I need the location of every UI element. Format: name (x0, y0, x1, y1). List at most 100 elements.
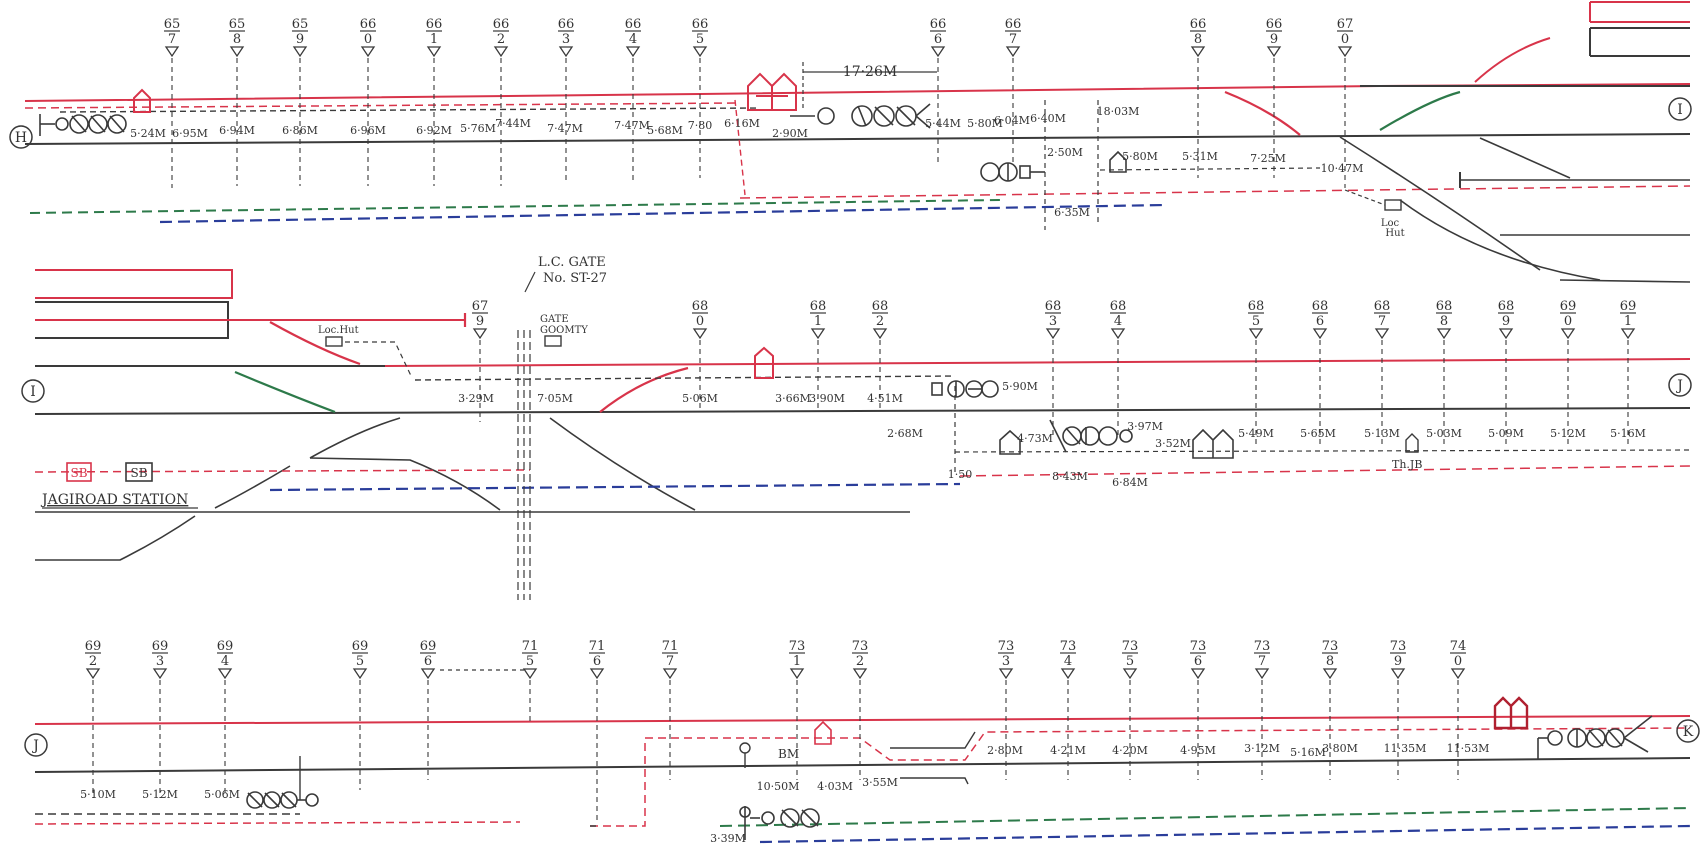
km-post-subdivision: 7 (1378, 314, 1386, 329)
km-post: 687 (1374, 299, 1390, 448)
row1-red-track-dash (24, 102, 741, 109)
km-post-subdivision: 5 (526, 654, 534, 669)
row2-sb-red: SB (70, 466, 87, 480)
km-post-subdivision: 7 (1258, 654, 1266, 669)
km-post: 694 (217, 639, 233, 798)
km-post-subdivision: 8 (1326, 654, 1334, 669)
row2-curve-b (549, 417, 696, 511)
row2-gate-goomty-2: GOOMTY (540, 325, 588, 336)
km-post: 682 (872, 299, 889, 408)
km-post-triangle-icon (1248, 328, 1264, 340)
clearance-measurement: 2·90M (772, 127, 808, 140)
km-post-triangle-icon (1122, 668, 1138, 680)
km-post-triangle-icon (1266, 46, 1282, 58)
km-post-number: 73 (1254, 639, 1271, 654)
km-post-number: 73 (1060, 639, 1077, 654)
row2-gate-goomty-box (544, 335, 562, 347)
km-post-number: 67 (472, 299, 489, 314)
clearance-measurement: 5·10M (80, 788, 116, 801)
km-post-triangle-icon (1005, 46, 1021, 58)
km-post: 661 (426, 17, 442, 186)
km-post-triangle-icon (810, 328, 826, 340)
row2-loc-hut-label: Loc.Hut (318, 325, 359, 336)
clearance-measurement: 18·03M (1097, 105, 1140, 118)
km-post-subdivision: 5 (1126, 654, 1134, 669)
clearance-measurement: 3·90M (809, 392, 845, 405)
km-post-triangle-icon (692, 328, 708, 340)
km-post: 689 (1498, 299, 1514, 448)
row1-end-marker: I (1668, 97, 1692, 121)
clearance-measurement: 3·66M (775, 392, 811, 405)
km-post-triangle-icon (420, 668, 436, 680)
row1-red-turnout (1224, 90, 1301, 136)
km-post-triangle-icon (1254, 668, 1270, 680)
row3-signal-group-left-icon (246, 791, 319, 809)
km-post-number: 73 (998, 639, 1015, 654)
clearance-measurement: 4·03M (817, 780, 853, 793)
km-post-triangle-icon (1436, 328, 1452, 340)
row2-sb-black: SB (130, 466, 147, 480)
km-post-subdivision: 9 (1270, 32, 1278, 47)
row2-gate-title-1: L.C. GATE (538, 255, 606, 270)
km-post-number: 66 (692, 17, 709, 32)
km-post-subdivision: 2 (876, 314, 884, 329)
row2-signal-group-1-icon (931, 380, 999, 398)
km-post: 664 (625, 17, 641, 182)
km-post-triangle-icon (852, 668, 868, 680)
km-post-subdivision: 3 (562, 32, 570, 47)
km-post-subdivision: 8 (233, 32, 241, 47)
km-post-number: 68 (1110, 299, 1127, 314)
km-post-triangle-icon (1560, 328, 1576, 340)
clearance-measurement: 6·92M (416, 124, 452, 137)
clearance-measurement: 6·86M (282, 124, 318, 137)
row1-loc-hut-box (1384, 199, 1402, 211)
row1-main-line (24, 133, 1691, 145)
km-post: 663 (558, 17, 574, 184)
km-post-triangle-icon (872, 328, 888, 340)
row2-gate-title-2: No. ST-27 (543, 271, 607, 286)
km-post: 735 (1122, 639, 1138, 780)
km-post-number: 68 (872, 299, 889, 314)
clearance-measurement: 11·35M (1384, 742, 1427, 755)
clearance-measurement: 5·24M (130, 127, 166, 140)
row1-siding-3 (1559, 279, 1691, 283)
km-post-subdivision: 0 (364, 32, 372, 47)
km-post-number: 66 (493, 17, 510, 32)
km-post-number: 68 (1045, 299, 1062, 314)
row3-blue-dash (759, 824, 1691, 844)
row-3-section: BM J K 692693694695696715716717731732733… (24, 639, 1700, 845)
row3-end-marker: K (1676, 719, 1700, 743)
km-post-number: 68 (692, 299, 709, 314)
km-post-triangle-icon (1312, 328, 1328, 340)
row2-sb-black-box (125, 462, 153, 482)
row2-hut-1-icon (999, 429, 1021, 455)
km-post-triangle-icon (1498, 328, 1514, 340)
clearance-measurement: 3·12M (1244, 742, 1280, 755)
km-post: 665 (692, 17, 709, 178)
km-post-subdivision: 1 (793, 654, 801, 669)
km-post: 690 (1560, 299, 1576, 448)
km-post: 685 (1248, 299, 1264, 448)
km-post: 662 (493, 17, 510, 186)
row1-loc-hut-dash (1344, 189, 1386, 206)
row2-level-crossing (517, 330, 531, 600)
km-post-subdivision: 2 (856, 654, 864, 669)
row2-gate-pointer (524, 271, 536, 293)
clearance-measurement: 6·96M (350, 124, 386, 137)
row3-red-dash (34, 821, 521, 825)
row3-black-loop (890, 731, 976, 749)
row1-hut-icon (133, 88, 151, 113)
km-post-subdivision: 6 (1316, 314, 1324, 329)
row1-diverge-a (1339, 136, 1541, 271)
km-post-subdivision: 3 (1049, 314, 1057, 329)
clearance-measurement: 6·04M (994, 114, 1030, 127)
km-post-number: 69 (420, 639, 437, 654)
clearance-measurement: 5·03M (1426, 427, 1462, 440)
row2-start-marker: I (21, 379, 45, 403)
clearance-measurement: 5·80M (1122, 150, 1158, 163)
km-post-subdivision: 1 (1624, 314, 1632, 329)
row1-box-black (1589, 27, 1690, 57)
km-post-triangle-icon (164, 46, 180, 58)
